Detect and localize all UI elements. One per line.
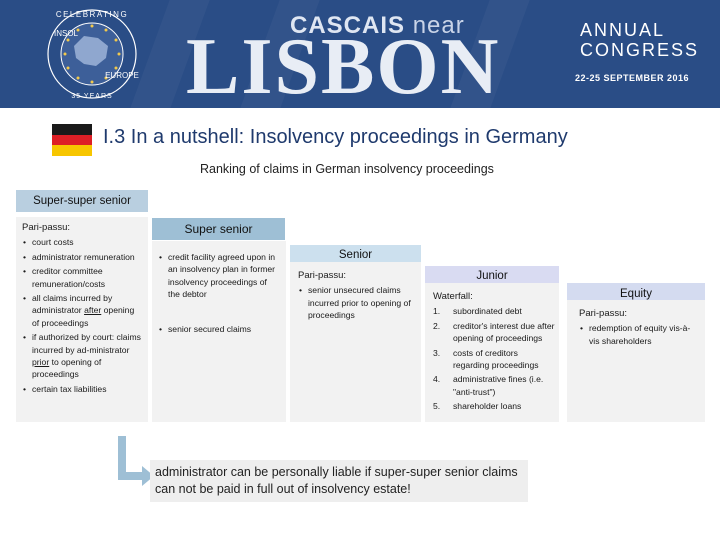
congress-banner: CELEBRATING INSOL EUROPE 35 YEARS CASCAI…	[0, 0, 720, 108]
list-item: senior secured claims	[158, 323, 280, 336]
banner-city: LISBON	[186, 23, 501, 108]
event-line-1: ANNUAL	[580, 20, 666, 40]
list-item: creditor committee remuneration/costs	[22, 265, 142, 290]
intro-pari-passu: Pari-passu:	[22, 222, 71, 233]
column-junior: Waterfall: subordinated debt creditor's …	[425, 283, 559, 422]
list-item: senior unsecured claims incurred prior t…	[298, 284, 415, 321]
slide-title: I.3 In a nutshell: Insolvency proceeding…	[103, 126, 568, 148]
column-super-senior: credit facility agreed upon in an insolv…	[152, 241, 286, 422]
heading-senior: Senior	[290, 245, 421, 265]
column-equity: Pari-passu: redemption of equity vis-à-v…	[567, 300, 705, 422]
location-main: CASCAIS	[290, 12, 406, 39]
slide-subtitle: Ranking of claims in German insolvency p…	[200, 162, 494, 176]
column-senior: Pari-passu: senior unsecured claims incu…	[290, 262, 421, 422]
list-item: redemption of equity vis-à-vis sharehold…	[579, 322, 699, 347]
liability-note: administrator can be personally liable i…	[150, 460, 528, 502]
list-item: court costs	[22, 236, 142, 249]
list-item: subordinated debt	[433, 305, 555, 318]
list-item: creditor's interest due after opening of…	[433, 320, 555, 345]
list-item: if authorized by court: claims incurred …	[22, 331, 142, 381]
event-dates: 22-25 SEPTEMBER 2016	[575, 73, 690, 83]
arrow-icon	[118, 436, 154, 486]
column-super-super-senior: Pari-passu: court costs administrator re…	[16, 217, 148, 422]
banner-event: ANNUAL CONGRESS	[580, 20, 699, 60]
list-item: certain tax liabilities	[22, 383, 142, 396]
heading-super-senior: Super senior	[152, 218, 285, 240]
seal-top-text: CELEBRATING	[56, 10, 128, 19]
intro-waterfall: Waterfall:	[433, 291, 473, 302]
seal-bottom-text: 35 YEARS	[71, 93, 112, 100]
seal-right-text: EUROPE	[105, 71, 139, 80]
location-near: near	[412, 12, 465, 39]
insol-europe-seal-logo: CELEBRATING INSOL EUROPE 35 YEARS	[47, 9, 139, 100]
intro-pari-passu: Pari-passu:	[579, 308, 628, 319]
banner-location: CASCAIS near	[290, 12, 465, 40]
list-item: shareholder loans	[433, 400, 555, 413]
heading-junior: Junior	[425, 266, 559, 285]
list-item: credit facility agreed upon in an insolv…	[158, 251, 280, 301]
intro-pari-passu: Pari-passu:	[298, 270, 347, 281]
list-item: all claims incurred by administrator aft…	[22, 292, 142, 329]
list-item: administrative fines (i.e. "anti-trust")	[433, 373, 555, 398]
seal-left-text: INSOL	[54, 29, 79, 38]
germany-flag-icon	[52, 124, 92, 156]
heading-equity: Equity	[567, 283, 705, 304]
heading-super-super-senior: Super-super senior	[16, 190, 148, 212]
list-item: administrator remuneration	[22, 251, 142, 264]
list-item: costs of creditors regarding proceedings	[433, 347, 555, 372]
event-line-2: CONGRESS	[580, 40, 700, 60]
